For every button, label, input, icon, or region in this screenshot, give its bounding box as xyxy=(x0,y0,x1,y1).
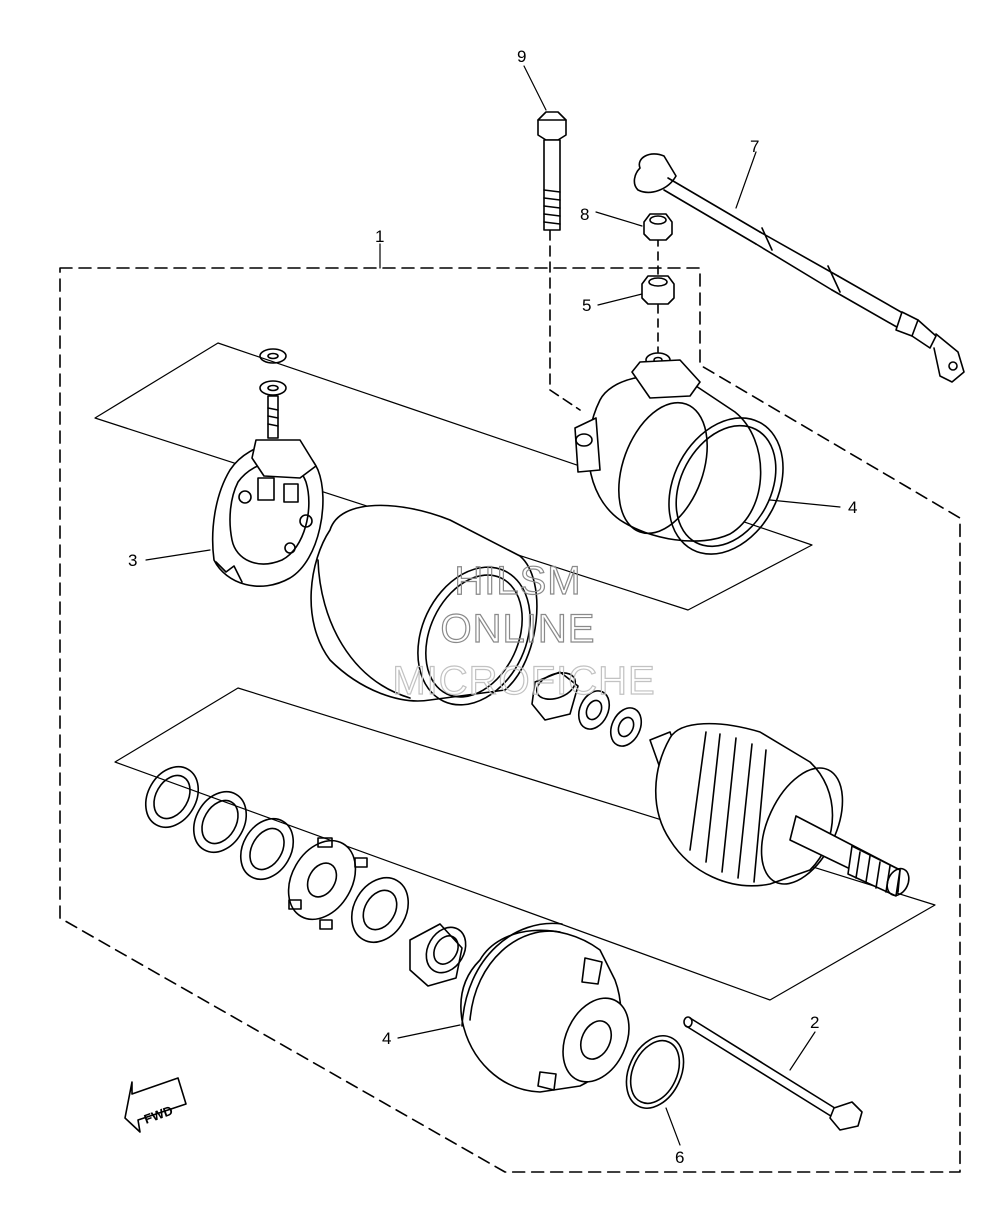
brush-holder-3 xyxy=(211,348,324,587)
through-bolt-2 xyxy=(683,1016,863,1131)
bolt-9 xyxy=(537,111,567,231)
washer-small-2 xyxy=(609,707,643,747)
shim-3 xyxy=(239,818,295,880)
bushing xyxy=(531,671,579,721)
shim-1 xyxy=(144,766,200,828)
oil-seal xyxy=(350,877,410,943)
callout-6: 6 xyxy=(675,1148,684,1167)
yoke-cylinder xyxy=(310,504,538,706)
callout-8: 8 xyxy=(580,205,589,224)
callout-1: 1 xyxy=(375,227,384,246)
leader-6 xyxy=(665,1107,681,1146)
watermark-line-2: ONLINE xyxy=(441,607,596,651)
o-ring-4-upper xyxy=(668,417,784,555)
o-ring-4-lower xyxy=(461,922,563,1027)
front-housing xyxy=(574,359,762,542)
callout-4-lower: 4 xyxy=(382,1029,391,1048)
leader-8 xyxy=(595,211,643,227)
leader-3 xyxy=(145,549,211,561)
callout-9: 9 xyxy=(517,47,526,66)
fwd-arrow-icon xyxy=(124,1077,187,1133)
callout-2: 2 xyxy=(810,1013,819,1032)
watermark-line-1: HILSM xyxy=(454,559,581,603)
leader-4b xyxy=(397,1024,461,1039)
leader-4a xyxy=(769,499,841,508)
leader-9 xyxy=(523,65,547,111)
nut-5 xyxy=(641,275,675,305)
armature xyxy=(649,722,910,897)
o-ring-6 xyxy=(625,1035,685,1109)
leader-2 xyxy=(789,1031,816,1071)
bolt-9-leader xyxy=(549,229,581,411)
lower-group-frame xyxy=(114,687,936,1001)
shim-2 xyxy=(192,791,248,853)
leader-7 xyxy=(735,151,757,209)
leader-5 xyxy=(597,293,643,306)
callout-7: 7 xyxy=(750,137,759,156)
starter-cable-7 xyxy=(633,153,965,383)
nut-8 xyxy=(643,213,673,241)
callout-3: 3 xyxy=(128,551,137,570)
washer-small-1 xyxy=(577,690,611,730)
watermark-line-3: MICROFICHE xyxy=(392,659,655,703)
callout-4-upper: 4 xyxy=(848,498,857,517)
callout-5: 5 xyxy=(582,296,591,315)
needle-bearing xyxy=(409,923,467,987)
lock-plate xyxy=(287,837,368,930)
assembly-boundary-dashed xyxy=(59,267,961,1173)
